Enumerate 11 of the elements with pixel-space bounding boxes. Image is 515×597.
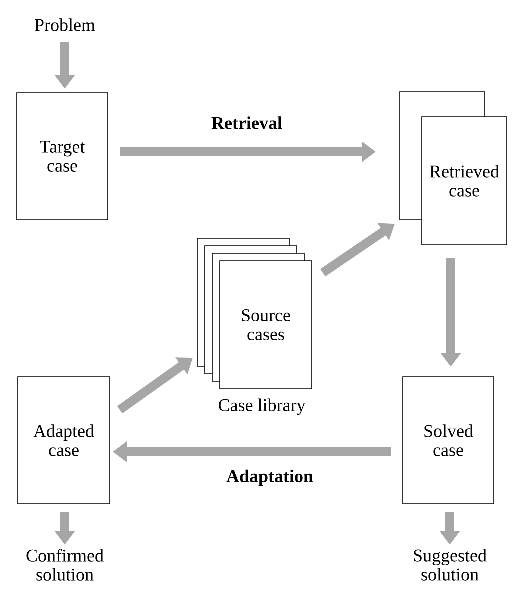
stacked-case-cards: Retrieved case [400,92,508,246]
case-box: Adapted case [18,376,110,504]
edge-label: Adaptation [226,468,314,488]
text-label: Suggested solution [414,549,487,581]
stacked-case-cards: Source cases [197,238,312,390]
node-label: Case library [219,398,306,416]
text-label: Confirmed solution [26,549,104,581]
case-box: Target case [16,92,108,220]
case-box: Solved case [402,376,494,504]
text-label: Problem [35,18,96,32]
edge-label: Retrieval [210,116,284,130]
